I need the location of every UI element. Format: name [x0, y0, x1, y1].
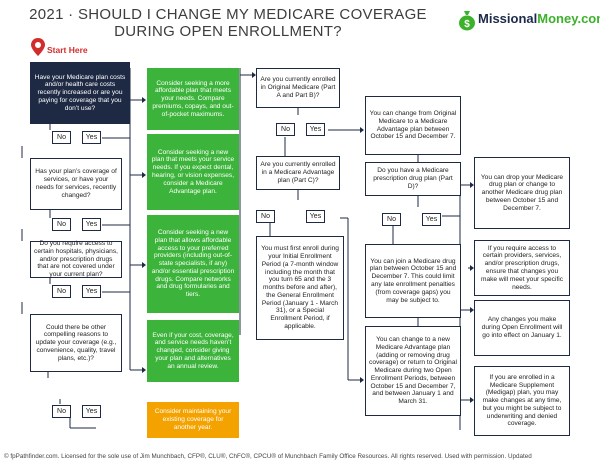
info-ensure-needs: If you require access to certain provide… — [474, 240, 570, 296]
money-bag-icon: $ — [459, 11, 475, 31]
brand-logo: $ MissionalMoney.com — [458, 9, 600, 31]
svg-text:$: $ — [464, 19, 470, 30]
question-provider-access: Do you require access to certain hospita… — [30, 240, 122, 278]
logo-text-domain: Money.com — [537, 11, 600, 26]
no-button[interactable]: No — [52, 131, 71, 144]
page-title: 2021 · SHOULD I CHANGE MY MEDICARE COVER… — [29, 6, 427, 40]
no-button[interactable]: No — [52, 218, 71, 231]
logo-text-main: Missional — [478, 11, 538, 26]
question-coverage-changed: Has your plan’s coverage of services, or… — [30, 158, 122, 210]
info-initial-enrollment: You must first enroll during your Initia… — [256, 236, 344, 340]
yes-button[interactable]: Yes — [82, 405, 101, 418]
no-button[interactable]: No — [256, 210, 275, 223]
no-button[interactable]: No — [382, 213, 401, 226]
advice-maintain-coverage: Consider maintaining your existing cover… — [147, 402, 239, 438]
question-medicare-advantage: Are you currently enrolled in a Medicare… — [256, 156, 340, 190]
yes-button[interactable]: Yes — [306, 123, 325, 136]
info-switch-to-advantage: You can change from Original Medicare to… — [365, 96, 461, 155]
info-drop-drug-plan: You can drop your Medicare drug plan or … — [474, 157, 570, 229]
advice-annual-review: Even if your cost, coverage, and service… — [147, 320, 239, 382]
no-button[interactable]: No — [52, 285, 71, 298]
no-button[interactable]: No — [276, 123, 295, 136]
question-other-reasons: Could there be other compelling reasons … — [30, 314, 122, 372]
yes-button[interactable]: Yes — [82, 285, 101, 298]
yes-button[interactable]: Yes — [82, 131, 101, 144]
info-effective-date: Any changes you make during Open Enrollm… — [474, 300, 570, 356]
info-change-advantage-plan: You can change to a new Medicare Advanta… — [365, 326, 461, 416]
advice-affordable-plan: Consider seeking a more affordable plan … — [147, 68, 239, 130]
advice-provider-access: Consider seeking a new plan that allows … — [147, 215, 239, 313]
copyright-footer: © fpPathfinder.com. Licensed for the sol… — [4, 453, 532, 460]
yes-button[interactable]: Yes — [306, 210, 325, 223]
info-medigap-changes: If you are enrolled in a Medicare Supple… — [474, 366, 570, 436]
info-join-drug-plan: You can join a Medicare drug plan betwee… — [365, 244, 461, 318]
advice-service-needs: Consider seeking a new plan that meets y… — [147, 134, 239, 210]
location-pin-icon — [31, 38, 45, 56]
start-here-label: Start Here — [47, 45, 88, 55]
question-original-medicare: Are you currently enrolled in Original M… — [256, 68, 340, 108]
question-costs-increased: Have your Medicare plan costs and/or hea… — [30, 62, 130, 124]
yes-button[interactable]: Yes — [82, 218, 101, 231]
yes-button[interactable]: Yes — [422, 213, 441, 226]
no-button[interactable]: No — [52, 405, 71, 418]
question-drug-plan: Do you have a Medicare prescription drug… — [365, 162, 461, 196]
